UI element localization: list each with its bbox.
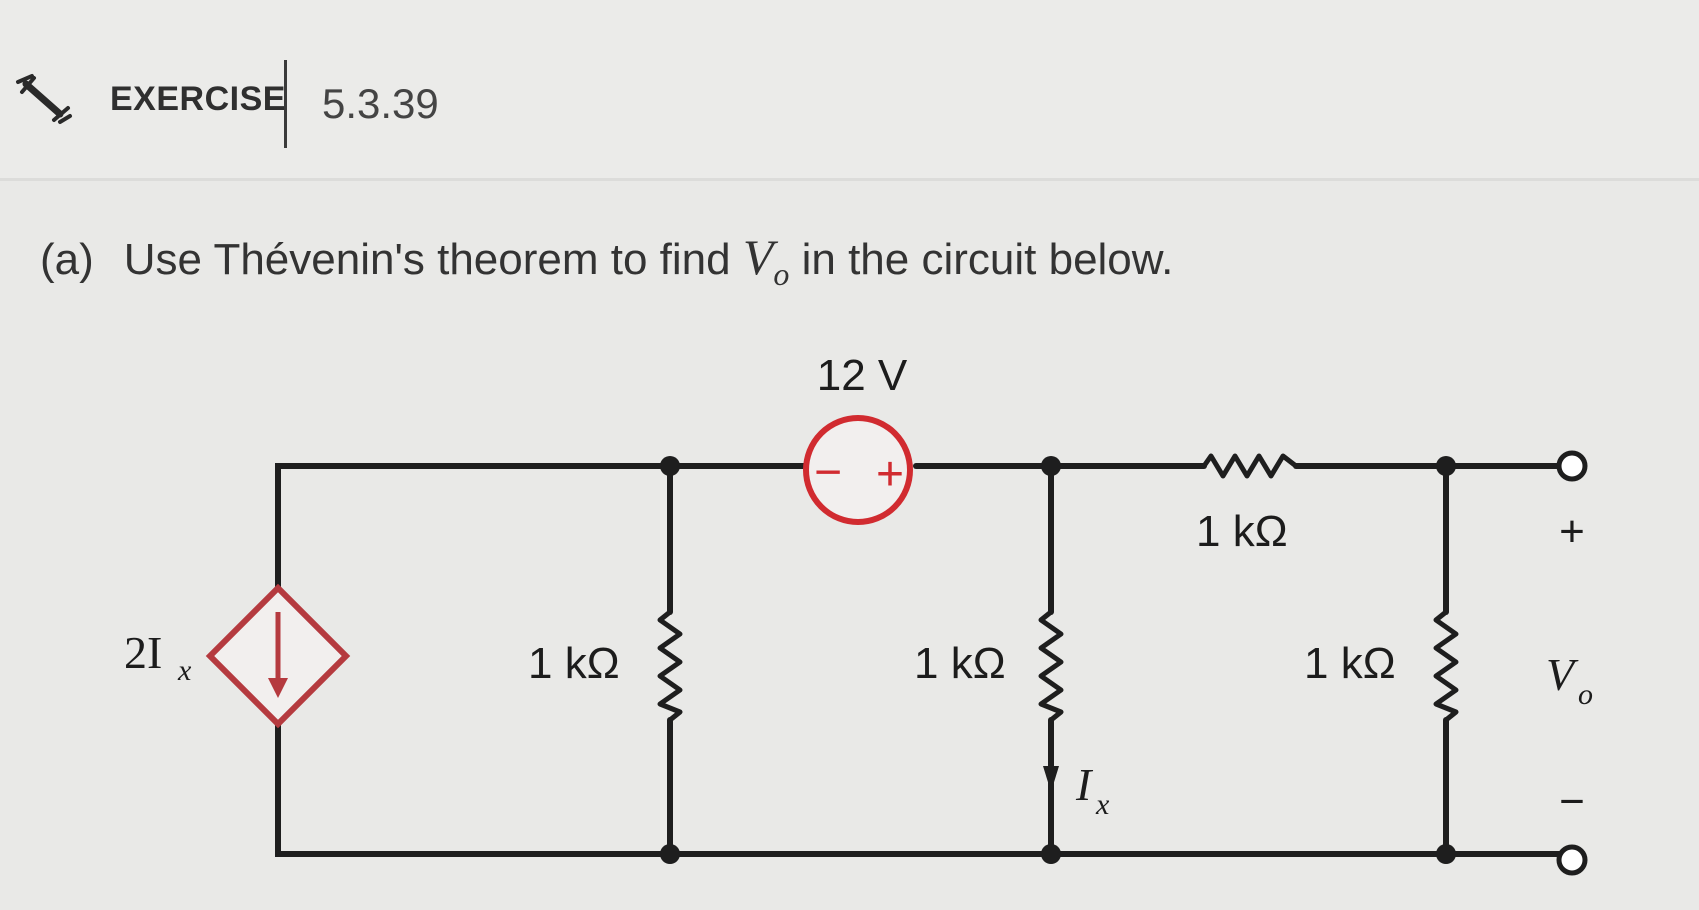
current-label: I — [1075, 759, 1094, 810]
resistor-r4-label: 1 kΩ — [1304, 639, 1396, 688]
exercise-number: 5.3.39 — [322, 80, 439, 127]
top-left-wire — [275, 463, 809, 606]
resistor-r2-label: 1 kΩ — [914, 639, 1006, 688]
question-text-before: Use Thévenin's theorem to find — [123, 235, 731, 284]
junction-dots — [660, 456, 1456, 864]
junction-dot — [660, 456, 680, 476]
question-text-after: in the circuit below. — [801, 235, 1174, 284]
dep-source-label-sub: x — [177, 654, 192, 687]
wrench-icon — [16, 74, 72, 124]
circuit-wires — [275, 463, 1563, 857]
junction-dot — [1436, 844, 1456, 864]
voltage-source: − + — [803, 415, 913, 525]
resistor-r1 — [657, 610, 683, 722]
voltage-source-minus: − — [814, 446, 842, 499]
junction-dot — [1436, 456, 1456, 476]
output-terminal-bottom — [1556, 844, 1588, 876]
question-var-sub: o — [773, 256, 790, 292]
resistor-r1-label: 1 kΩ — [528, 639, 620, 688]
question-variable: Vo — [742, 229, 790, 292]
junction-dot — [660, 844, 680, 864]
current-label-sub: x — [1095, 788, 1110, 821]
dependent-source-arrow-head — [268, 678, 288, 698]
junction-dot — [1041, 844, 1061, 864]
resistor-r4 — [1433, 610, 1459, 722]
voltage-source-plus: + — [876, 448, 904, 501]
junction-dot — [1041, 456, 1061, 476]
header-divider — [284, 60, 287, 148]
resistor-r3-label: 1 kΩ — [1196, 507, 1288, 556]
question-text: (a) Use Thévenin's theorem to find Vo in … — [40, 228, 1173, 293]
resistor-r3 — [1201, 453, 1298, 479]
vo-label-sub: o — [1578, 678, 1593, 711]
dependent-current-source — [205, 583, 351, 729]
question-var: V — [742, 229, 774, 285]
vo-minus-label: − — [1559, 777, 1585, 826]
exercise-header: EXERCISE 5.3.39 — [0, 0, 1699, 181]
bottom-wire — [275, 719, 1563, 857]
source-value-label: 12 V — [817, 351, 908, 400]
exercise-label: EXERCISE — [110, 80, 286, 118]
resistor-r2 — [1038, 610, 1064, 722]
dep-source-label: 2I — [124, 627, 162, 678]
output-terminal-top — [1556, 450, 1588, 482]
question-part: (a) — [40, 235, 94, 284]
voltage-source-circle — [803, 415, 913, 525]
vo-label: V — [1546, 649, 1579, 700]
current-arrow — [1043, 766, 1059, 792]
vo-plus-label: + — [1559, 507, 1585, 556]
